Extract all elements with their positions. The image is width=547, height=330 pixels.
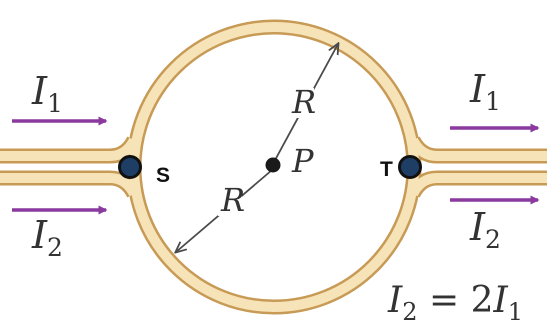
right-lower-lead-wire [408, 173, 547, 197]
label-i2-right-sub: 2 [485, 225, 501, 254]
label-node-s: S [156, 164, 170, 187]
label-i1-right-main: I [469, 67, 486, 111]
label-i2-left-sub: 2 [47, 233, 63, 262]
left-lower-lead-wire [0, 173, 139, 197]
label-i1-right: I1 [469, 67, 501, 116]
relation-rhs-sub: 1 [508, 298, 523, 326]
label-center-point: P [291, 142, 314, 180]
label-i2-right-main: I [469, 205, 486, 249]
left-upper-lead-wire [0, 137, 139, 161]
label-i1-left: I1 [31, 69, 63, 118]
radius-upper-label-bg [290, 88, 314, 118]
label-node-t: T [380, 158, 393, 181]
label-radius-upper: R [291, 83, 316, 121]
label-i2-left-main: I [31, 213, 48, 257]
label-radius-lower: R [220, 181, 245, 219]
node-s-marker [118, 155, 142, 179]
relation-equation: I2 = 2I1 [387, 280, 523, 326]
relation-lhs-sub: 2 [402, 298, 417, 326]
radius-lower-label-bg [218, 186, 242, 216]
label-i1-left-sub: 1 [47, 89, 63, 118]
relation-lhs-main: I [387, 280, 403, 321]
label-i2-left: I2 [31, 213, 63, 262]
label-i1-right-sub: 1 [485, 87, 501, 116]
label-i1-left-main: I [31, 69, 48, 113]
node-t-marker [398, 155, 422, 179]
relation-rhs-main: I [492, 280, 508, 321]
right-upper-lead-wire [408, 137, 547, 161]
center-point-dot [265, 157, 281, 173]
relation-equals: = 2 [418, 280, 494, 321]
label-i2-right: I2 [469, 205, 501, 254]
